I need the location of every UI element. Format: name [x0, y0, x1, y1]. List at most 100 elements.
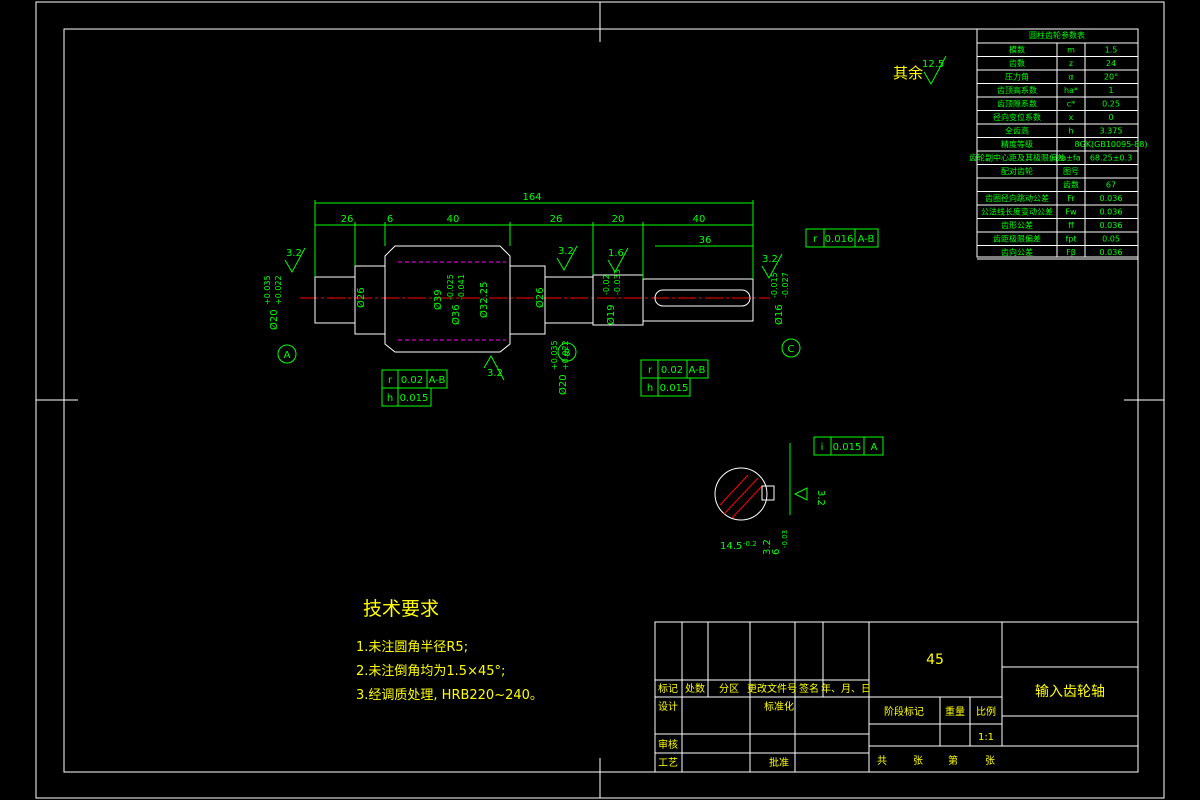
param-value: 20°: [1104, 73, 1118, 82]
param-value: 1.5: [1105, 46, 1118, 55]
tol-ref: A-B: [689, 365, 706, 376]
param-symbol: Fr: [1067, 194, 1075, 203]
param-name: 齿数: [1009, 58, 1025, 68]
tech-req-title: 技术要求: [363, 598, 439, 620]
tolerance-frame: r 0.02 A-B h 0.015: [381, 369, 448, 407]
param-value: 0.036: [1100, 194, 1123, 203]
tb-part-name: 输入齿轮轴: [1035, 684, 1105, 700]
dim-seg5: 20: [612, 214, 625, 225]
param-symbol: ha*: [1064, 86, 1078, 95]
tol-sym: r: [813, 234, 818, 245]
roughness-icon: [483, 354, 505, 381]
param-symbol: 图号: [1063, 167, 1079, 176]
param-name: 全齿高: [1005, 126, 1029, 136]
roughness-icon: [793, 487, 808, 501]
param-symbol: c*: [1067, 100, 1075, 109]
tol-ref: A: [871, 442, 878, 453]
title-block: [654, 621, 1139, 773]
dim-key: 36: [699, 235, 712, 246]
section-roughness-2: 3.2: [762, 539, 773, 555]
roughness-icon: [556, 245, 578, 272]
param-symbol: a±fa: [1061, 154, 1080, 163]
dim-d36-tol-up: -0.025: [446, 274, 455, 300]
tb-design: 设计: [658, 700, 678, 713]
tech-req-item-3: 3.经调质处理, HRB220~240。: [356, 688, 543, 703]
param-symbol: 齿数: [1063, 180, 1079, 190]
hatch-line: [719, 474, 749, 506]
tol-sym: r: [648, 365, 653, 376]
tol-val: 0.015: [400, 393, 429, 404]
dim-d20-left-tol-up: +0.035: [263, 275, 272, 305]
param-name: 齿向公差: [1001, 247, 1033, 257]
journal-right: [544, 276, 594, 324]
tb-review: 审核: [658, 738, 678, 751]
dim-d32: Ø32.25: [478, 282, 490, 319]
hatch-line: [723, 477, 759, 515]
tb-header: 分区: [719, 683, 739, 695]
param-value: 1: [1108, 86, 1113, 95]
roughness-symbol-icon: [923, 55, 947, 86]
tol-val: 0.02: [661, 365, 683, 376]
dim-d19-tol-lo: -0.033: [613, 269, 622, 295]
tb-scale-label: 比例: [976, 705, 996, 718]
tb-header: 标记: [658, 683, 678, 695]
datum-a-circle: [277, 344, 297, 364]
roughness-other-value: 12.5: [922, 59, 944, 70]
param-name: 压力角: [1005, 72, 1029, 82]
param-value: 8GK(GB10095-88): [1075, 140, 1148, 149]
param-value: 0.036: [1100, 208, 1123, 217]
section-roughness-1: 3.2: [815, 490, 826, 506]
keyed-end: [642, 278, 754, 322]
roughness-icon: [607, 247, 629, 274]
dim-d20-left: Ø20: [268, 309, 280, 330]
tol-frame-box: [813, 436, 884, 456]
param-value: 0.05: [1102, 235, 1120, 244]
tb-material: 45: [926, 652, 944, 668]
param-name: 齿顶隙系数: [997, 99, 1037, 109]
roughness-icon: [761, 253, 783, 280]
tb-sheet-word: 第: [948, 754, 958, 767]
dimension-lines: [314, 200, 754, 279]
dim-d16-tol-lo: -0.027: [781, 272, 790, 298]
tb-stage: 阶段标记: [884, 705, 924, 718]
param-symbol: α: [1068, 73, 1073, 82]
dim-seg6: 40: [693, 214, 706, 225]
tb-header: 签名: [799, 682, 819, 695]
param-name: 齿形公差: [1001, 220, 1033, 230]
param-name: 齿轮副中心距及其极限偏差: [969, 153, 1065, 163]
tol-val: 0.016: [825, 234, 854, 245]
datum-c-circle: [781, 338, 801, 358]
dim-d26-right: Ø26: [534, 287, 546, 308]
tolerance-frame: r 0.016 A-B: [805, 228, 879, 248]
tb-header: 更改文件号: [747, 682, 797, 695]
tb-weight: 重量: [945, 705, 965, 718]
datum-b-circle: [557, 342, 577, 362]
tb-sheet-word: 张: [985, 755, 995, 767]
param-symbol: z: [1069, 59, 1073, 68]
gear-section: [384, 245, 511, 353]
roughness-r5: 3.2: [762, 254, 778, 265]
dim-d39: Ø39: [432, 289, 444, 310]
param-symbol: fpt: [1065, 235, 1076, 244]
param-value: 24: [1106, 59, 1116, 68]
datum-c: C: [788, 344, 795, 355]
dim-d20-right-tol-up: +0.035: [550, 340, 559, 370]
param-symbol: ff: [1068, 221, 1074, 230]
tol-frame-box: [640, 377, 691, 397]
tech-req-item-1: 1.未注圆角半径R5;: [356, 640, 468, 655]
dim-d36: Ø36: [450, 304, 462, 325]
param-name: 齿圈径向跳动公差: [985, 193, 1049, 203]
param-symbol: x: [1069, 113, 1074, 122]
tol-val: 0.015: [833, 442, 862, 453]
roughness-r1: 3.2: [286, 248, 302, 259]
section-key-width-tol: -0.03: [781, 530, 789, 548]
tb-scale: 1:1: [978, 732, 994, 743]
shaft-main-view: [300, 245, 770, 353]
param-name: 精度等级: [1001, 139, 1033, 149]
keyway: [654, 289, 751, 307]
dim-d16-tol-up: -0.015: [770, 272, 779, 298]
roughness-marks: 3.2 3.2 3.2 1.6 3.2: [284, 245, 783, 381]
tol-val: 0.02: [401, 375, 423, 386]
